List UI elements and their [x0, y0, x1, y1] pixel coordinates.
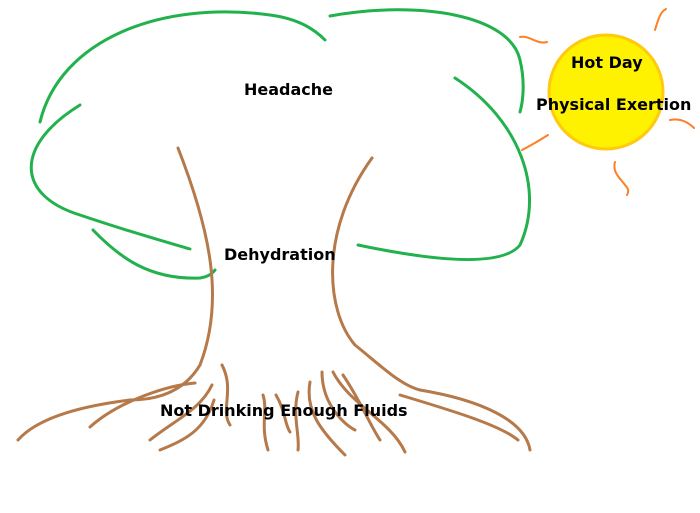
trunk-label: Dehydration [224, 245, 336, 264]
sun-ray [613, 161, 630, 196]
sun-ray [669, 118, 695, 129]
root [220, 363, 232, 427]
tree-roots [16, 363, 532, 457]
sun [519, 8, 695, 196]
crown-stroke [328, 8, 525, 114]
root [341, 373, 382, 442]
sun-disc [547, 33, 665, 151]
root [398, 393, 520, 442]
crown-label: Headache [244, 80, 334, 99]
root [88, 381, 197, 429]
root [158, 398, 216, 452]
roots-label: Not Drinking Enough Fluids [160, 401, 408, 420]
root [274, 393, 292, 434]
root [418, 388, 532, 452]
root [331, 370, 407, 454]
crown-stroke [29, 103, 192, 251]
sun-label-line1: Hot Day [571, 53, 643, 72]
root [294, 390, 300, 452]
sun-rays [519, 8, 695, 196]
sun-ray [654, 8, 667, 31]
trunk-left [128, 146, 214, 402]
tree-crown [29, 8, 532, 280]
root [148, 383, 214, 442]
sun-label-line2: Physical Exertion [536, 95, 692, 114]
crown-stroke [38, 10, 327, 124]
root [16, 398, 132, 442]
sun-ray [519, 35, 548, 44]
root [261, 393, 270, 452]
root [307, 380, 347, 457]
trunk-right [331, 156, 422, 392]
sun-ray [521, 134, 549, 151]
tree-trunk [128, 146, 422, 402]
crown-stroke [356, 76, 532, 262]
root [320, 370, 357, 432]
